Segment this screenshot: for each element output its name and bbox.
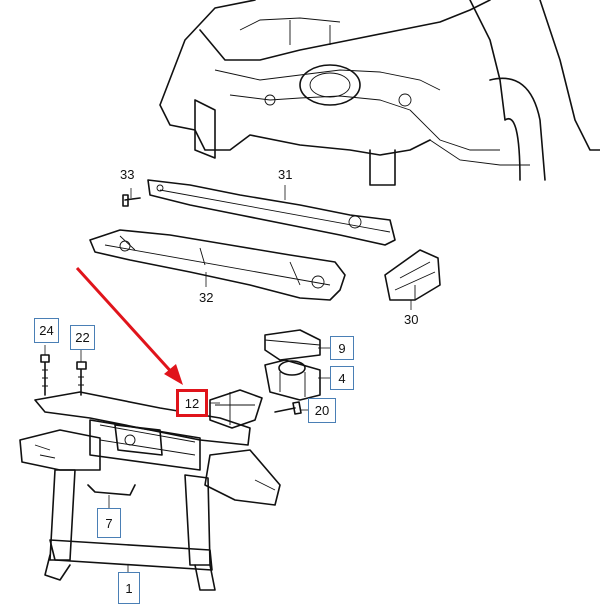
bracket-12: [209, 389, 263, 429]
part-label-24: 24: [34, 318, 59, 343]
part-label-12-highlighted: 12: [176, 389, 208, 417]
part-label-9: 9: [330, 336, 354, 360]
part-label-1: 1: [118, 572, 140, 604]
upper-crossmember-31: [147, 179, 396, 246]
part-label-32: 32: [199, 290, 214, 305]
part-label-4: 4: [330, 366, 354, 390]
car-body-shell: [159, 0, 600, 186]
part-label-30: 30: [404, 312, 419, 327]
part-label-22: 22: [70, 325, 95, 350]
part-label-33: 33: [120, 167, 135, 182]
part-label-20: 20: [308, 398, 336, 423]
air-duct-cap-9: [264, 329, 321, 361]
bracket-30: [384, 249, 441, 301]
part-label-7: 7: [97, 508, 121, 538]
part-label-31: 31: [278, 167, 293, 182]
bolt-33: [122, 194, 141, 207]
bolt-22: [76, 361, 87, 396]
bolt-24: [40, 354, 50, 396]
front-end-carrier-1: [19, 391, 281, 591]
cover-panel-32: [89, 229, 346, 301]
leader-lines: [44, 185, 412, 572]
air-duct-housing-4: [264, 359, 321, 401]
bolt-20: [274, 401, 302, 415]
red-arrow: [75, 266, 183, 385]
